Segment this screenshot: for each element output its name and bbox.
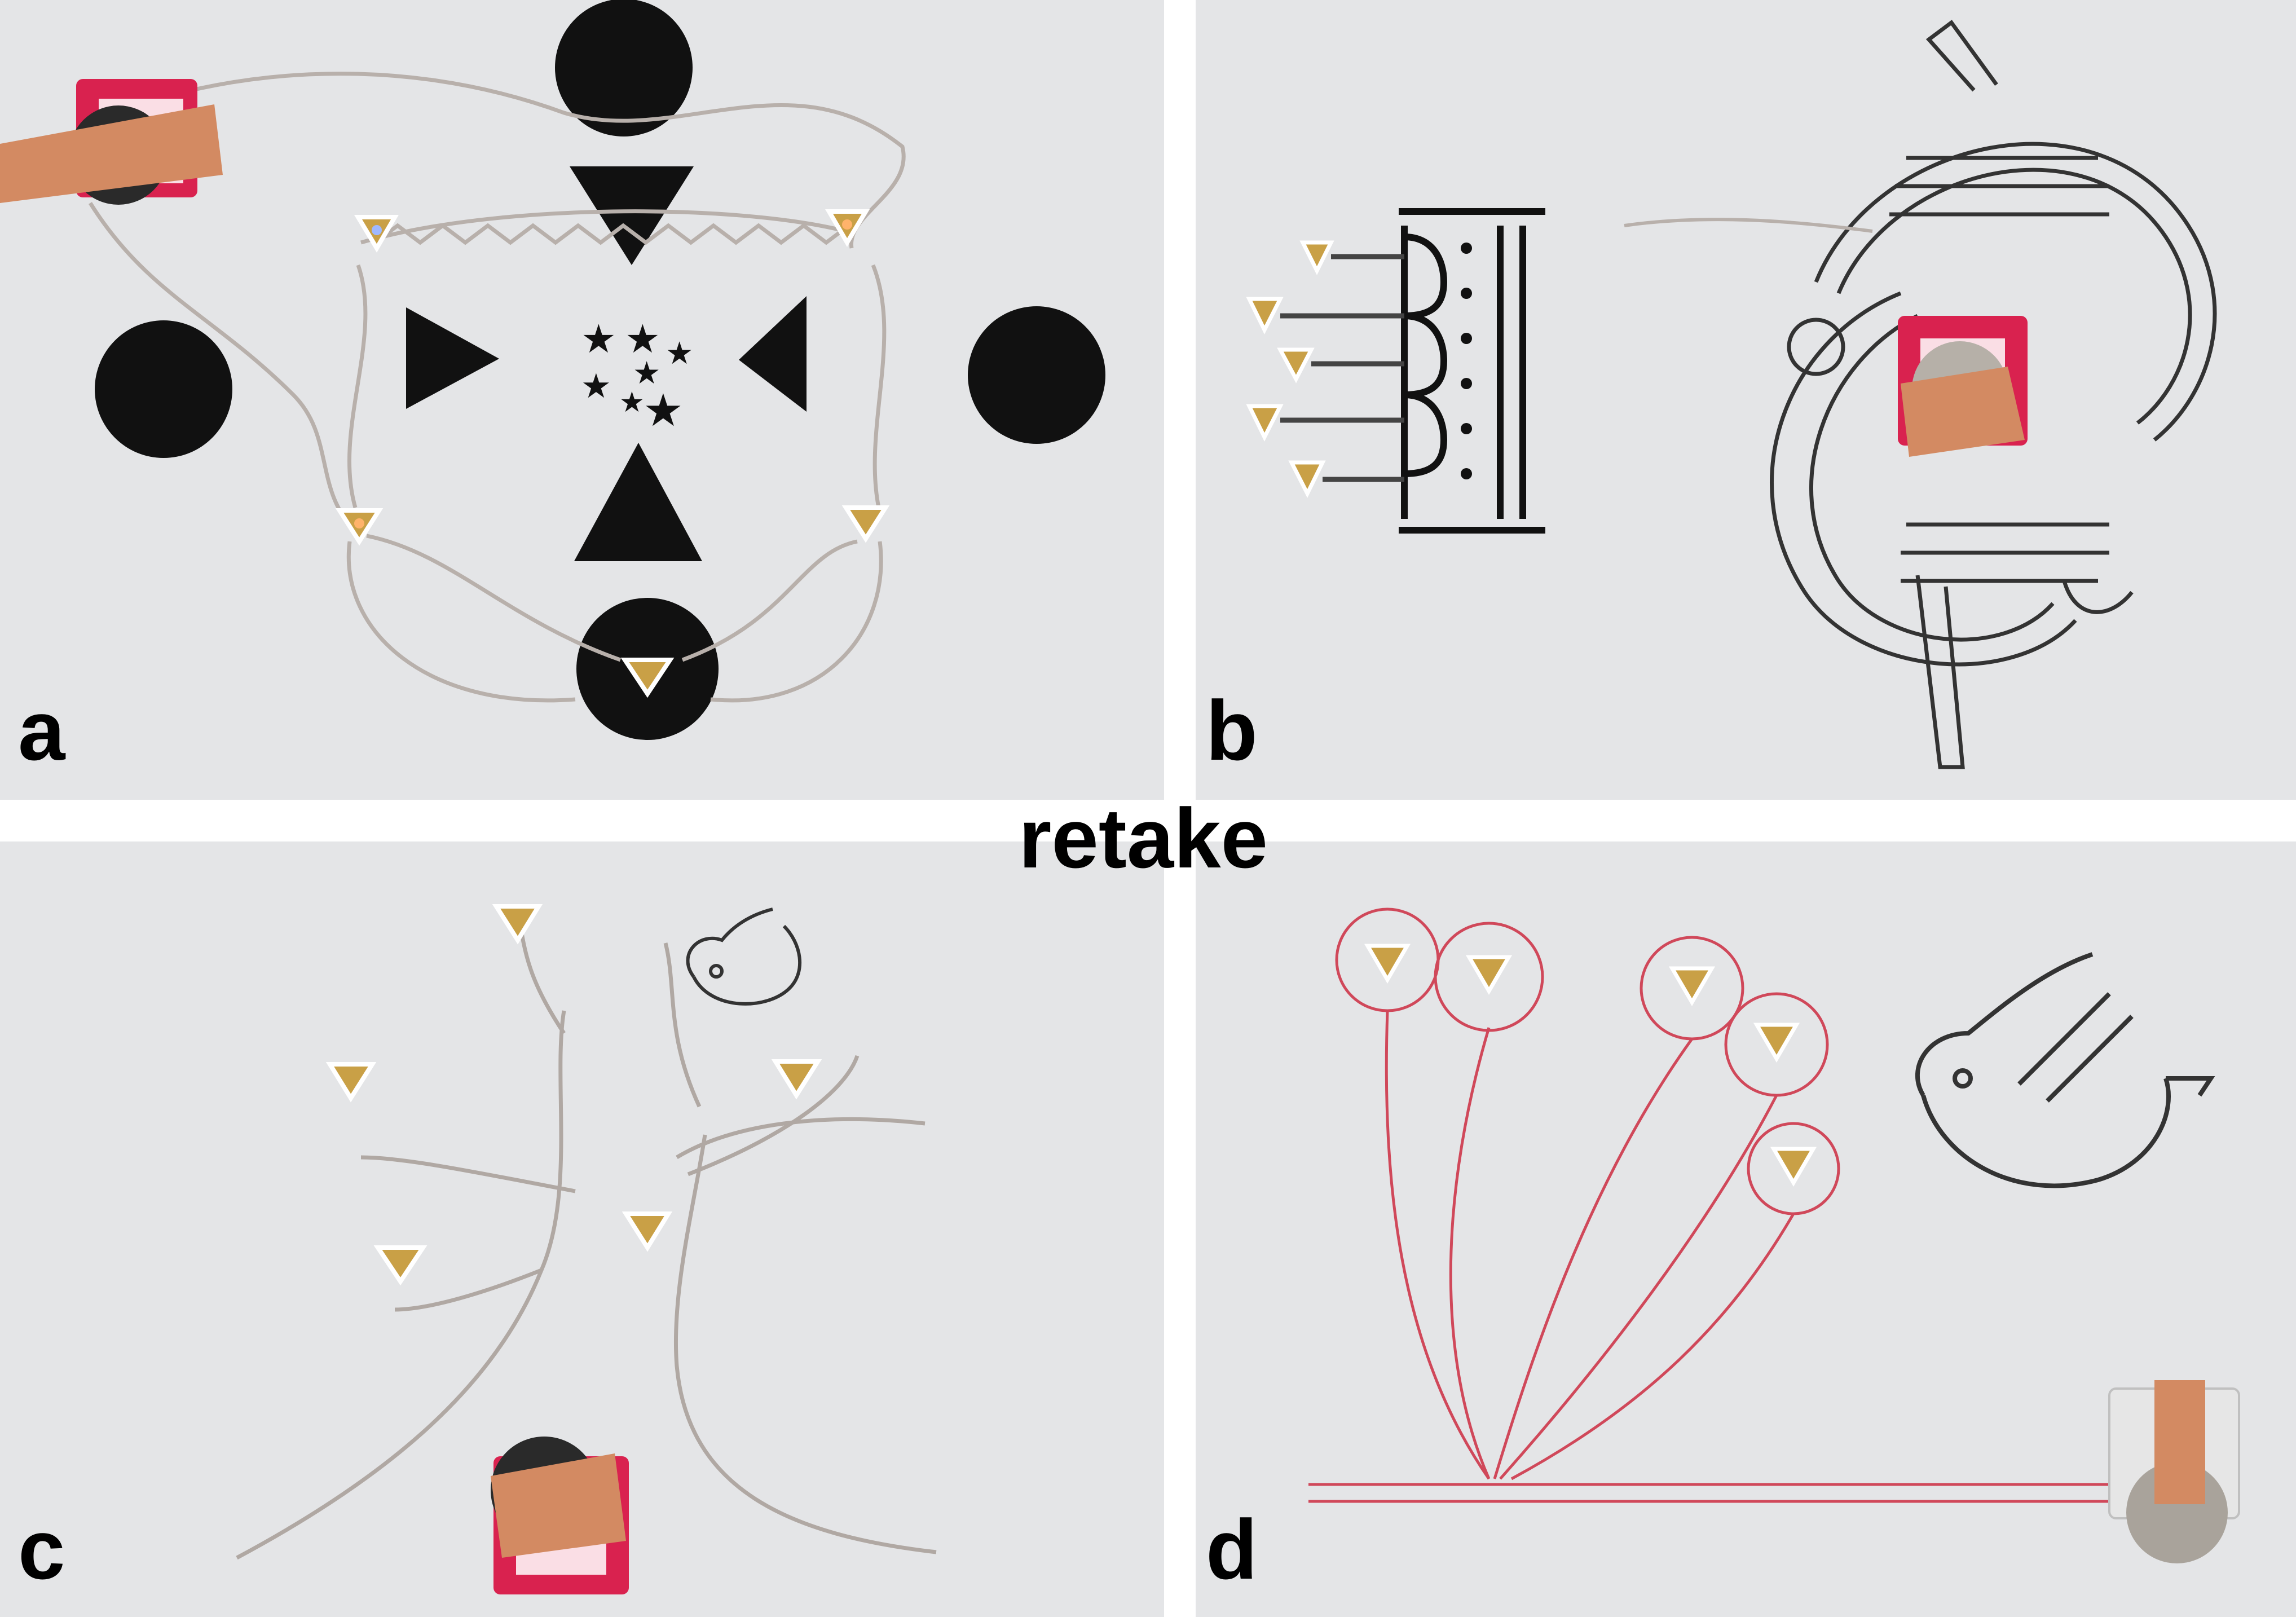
svg-text:★: ★ [619, 386, 645, 418]
small-bird [686, 907, 802, 1006]
copper-tape [491, 1453, 626, 1558]
led-5 [620, 658, 675, 698]
svg-text:★: ★ [633, 355, 660, 390]
triangle-right [406, 307, 499, 409]
circle-left [95, 320, 232, 458]
border-pattern [1399, 208, 1545, 534]
panel-d: d [1196, 841, 2296, 1617]
triangle-up [574, 443, 702, 561]
triangle-left [739, 296, 807, 412]
circle-right [968, 306, 1105, 444]
svg-text:★: ★ [581, 367, 611, 405]
led-stickers [1364, 944, 1817, 1187]
flower-drawing [1308, 907, 2211, 1503]
panel-label-d: d [1206, 1502, 1258, 1597]
led-4 [841, 505, 890, 543]
dots [1461, 243, 1472, 479]
stars-cluster: ★ ★ ★ ★ ★ ★ ★ [581, 317, 693, 435]
panel-label-b: b [1206, 683, 1258, 778]
svg-text:★: ★ [581, 317, 616, 361]
copper-tape [2154, 1380, 2205, 1504]
panel-d-photo [1308, 907, 2240, 1563]
svg-text:★: ★ [666, 336, 693, 371]
panel-a-photo: ★ ★ ★ ★ ★ ★ ★ [0, 0, 1105, 740]
bird-outline [1915, 952, 2215, 1188]
copper-tape [0, 104, 223, 203]
circuit-traces [78, 72, 906, 703]
led-stickers [335, 209, 890, 698]
circle-top [555, 0, 693, 136]
led-stickers [325, 904, 822, 1286]
led-stack [1246, 240, 1334, 498]
svg-text:★: ★ [625, 317, 660, 361]
panel-a: ★ ★ ★ ★ ★ ★ ★ [0, 0, 1164, 800]
copper-tape [1901, 367, 2025, 457]
panel-b-photo [1246, 20, 2217, 769]
led-traces [1280, 254, 1404, 482]
bird-outline [1770, 20, 2217, 769]
panel-label-a: a [18, 683, 65, 778]
panel-c: c [0, 841, 1164, 1617]
panel-label-c: c [18, 1502, 65, 1597]
overlay-text: retake [1019, 791, 1268, 885]
svg-text:★: ★ [643, 385, 684, 435]
panel-c-photo [236, 904, 937, 1594]
triangle-down [570, 166, 694, 265]
panel-b: b [1196, 0, 2296, 800]
